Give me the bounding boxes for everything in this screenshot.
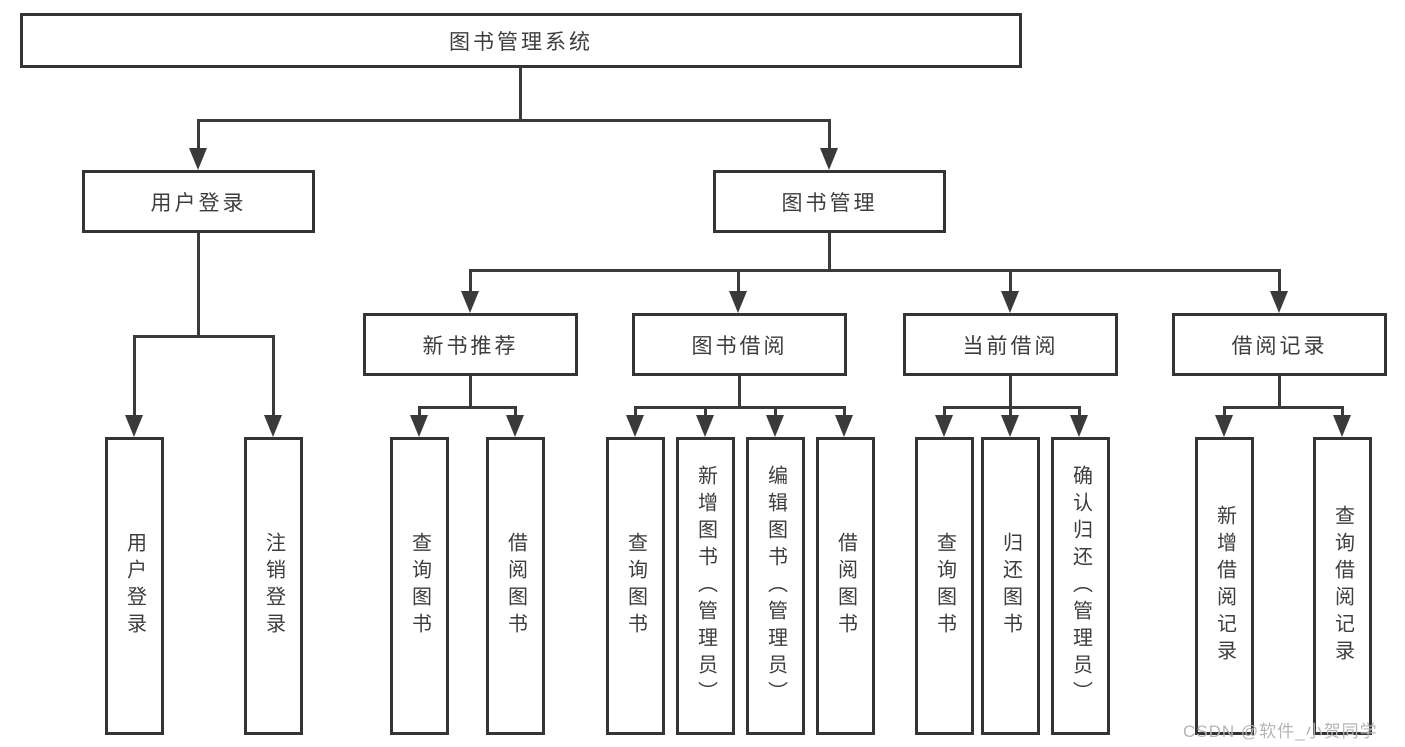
arrow-down-icon [125, 415, 143, 437]
arrow-down-icon [1215, 415, 1233, 437]
leaf-query-borrow-record: 查询借阅记录 [1313, 437, 1372, 735]
node-label: 编辑图书（管理员） [764, 464, 787, 708]
arrow-down-icon [766, 415, 784, 437]
node-label: 图书管理 [781, 191, 878, 215]
node-label: 查询借阅记录 [1331, 505, 1354, 667]
arrow-down-icon [835, 415, 853, 437]
connector [133, 335, 136, 417]
leaf-confirm-return-admin: 确认归还（管理员） [1051, 437, 1110, 735]
leaf-user-login: 用户登录 [105, 437, 164, 735]
connector [418, 406, 421, 417]
node-label: 图书管理系统 [449, 30, 593, 54]
leaf-add-book-admin: 新增图书（管理员） [676, 437, 735, 735]
connector [197, 119, 831, 122]
arrow-down-icon [1333, 415, 1351, 437]
node-label: 归还图书 [999, 532, 1022, 640]
connector [133, 335, 275, 338]
node-label: 确认归还（管理员） [1069, 464, 1092, 708]
connector [843, 406, 846, 417]
arrow-down-icon [264, 415, 282, 437]
node-label: 注销登录 [262, 532, 285, 640]
connector [1078, 406, 1081, 417]
node-library-management-system: 图书管理系统 [20, 13, 1022, 68]
connector [519, 67, 522, 121]
leaf-add-borrow-record: 新增借阅记录 [1195, 437, 1254, 735]
connector [1341, 406, 1344, 417]
leaf-borrow-book: 借阅图书 [816, 437, 875, 735]
connector [737, 269, 740, 293]
connector [418, 406, 517, 409]
node-current-borrow: 当前借阅 [903, 313, 1118, 376]
leaf-query-book-borrow: 查询图书 [606, 437, 665, 735]
connector [1223, 406, 1226, 417]
arrow-down-icon [935, 415, 953, 437]
node-label: 查询图书 [408, 532, 431, 640]
connector [634, 406, 846, 409]
node-label: 查询图书 [933, 532, 956, 640]
node-book-management: 图书管理 [713, 170, 946, 233]
leaf-edit-book-admin: 编辑图书（管理员） [746, 437, 805, 735]
leaf-borrow-book-recommend: 借阅图书 [486, 437, 545, 735]
node-label: 查询图书 [624, 532, 647, 640]
node-label: 图书借阅 [691, 334, 788, 358]
arrow-down-icon [1001, 415, 1019, 437]
arrow-down-icon [189, 148, 207, 170]
leaf-query-book-recommend: 查询图书 [390, 437, 449, 735]
connector [197, 233, 200, 337]
connector [469, 376, 472, 409]
connector [943, 406, 1081, 409]
connector [469, 269, 1281, 272]
node-label: 新书推荐 [422, 334, 519, 358]
node-label: 当前借阅 [962, 334, 1059, 358]
csdn-watermark: CSDN @软件_小贺同学 [1183, 722, 1378, 741]
node-new-book-recommend: 新书推荐 [363, 313, 578, 376]
arrow-down-icon [410, 415, 428, 437]
connector [828, 119, 831, 150]
connector [197, 119, 200, 150]
connector [1009, 269, 1012, 293]
connector [1278, 376, 1281, 409]
connector [1278, 269, 1281, 293]
arrow-down-icon [1001, 291, 1019, 313]
connector [514, 406, 517, 417]
connector [704, 406, 707, 417]
node-user-login: 用户登录 [82, 170, 315, 233]
node-label: 新增图书（管理员） [694, 464, 717, 708]
arrow-down-icon [696, 415, 714, 437]
connector [943, 406, 946, 417]
node-label: 用户登录 [150, 191, 247, 215]
node-label: 借阅图书 [504, 532, 527, 640]
connector [1009, 406, 1012, 417]
leaf-logout: 注销登录 [244, 437, 303, 735]
node-label: 新增借阅记录 [1213, 505, 1236, 667]
connector [774, 406, 777, 417]
node-borrow-record: 借阅记录 [1172, 313, 1387, 376]
arrow-down-icon [1270, 291, 1288, 313]
connector [1223, 406, 1342, 409]
arrow-down-icon [1070, 415, 1088, 437]
node-label: 借阅图书 [834, 532, 857, 640]
arrow-down-icon [626, 415, 644, 437]
node-label: 用户登录 [123, 532, 146, 640]
arrow-down-icon [820, 148, 838, 170]
node-book-borrow: 图书借阅 [632, 313, 847, 376]
arrow-down-icon [729, 291, 747, 313]
connector [272, 335, 275, 417]
connector [1009, 376, 1012, 409]
arrow-down-icon [506, 415, 524, 437]
connector [469, 269, 472, 293]
node-label: 借阅记录 [1231, 334, 1328, 358]
connector [634, 406, 637, 417]
leaf-query-book-current: 查询图书 [915, 437, 974, 735]
arrow-down-icon [461, 291, 479, 313]
connector [738, 376, 741, 409]
connector [828, 233, 831, 272]
leaf-return-book: 归还图书 [981, 437, 1040, 735]
